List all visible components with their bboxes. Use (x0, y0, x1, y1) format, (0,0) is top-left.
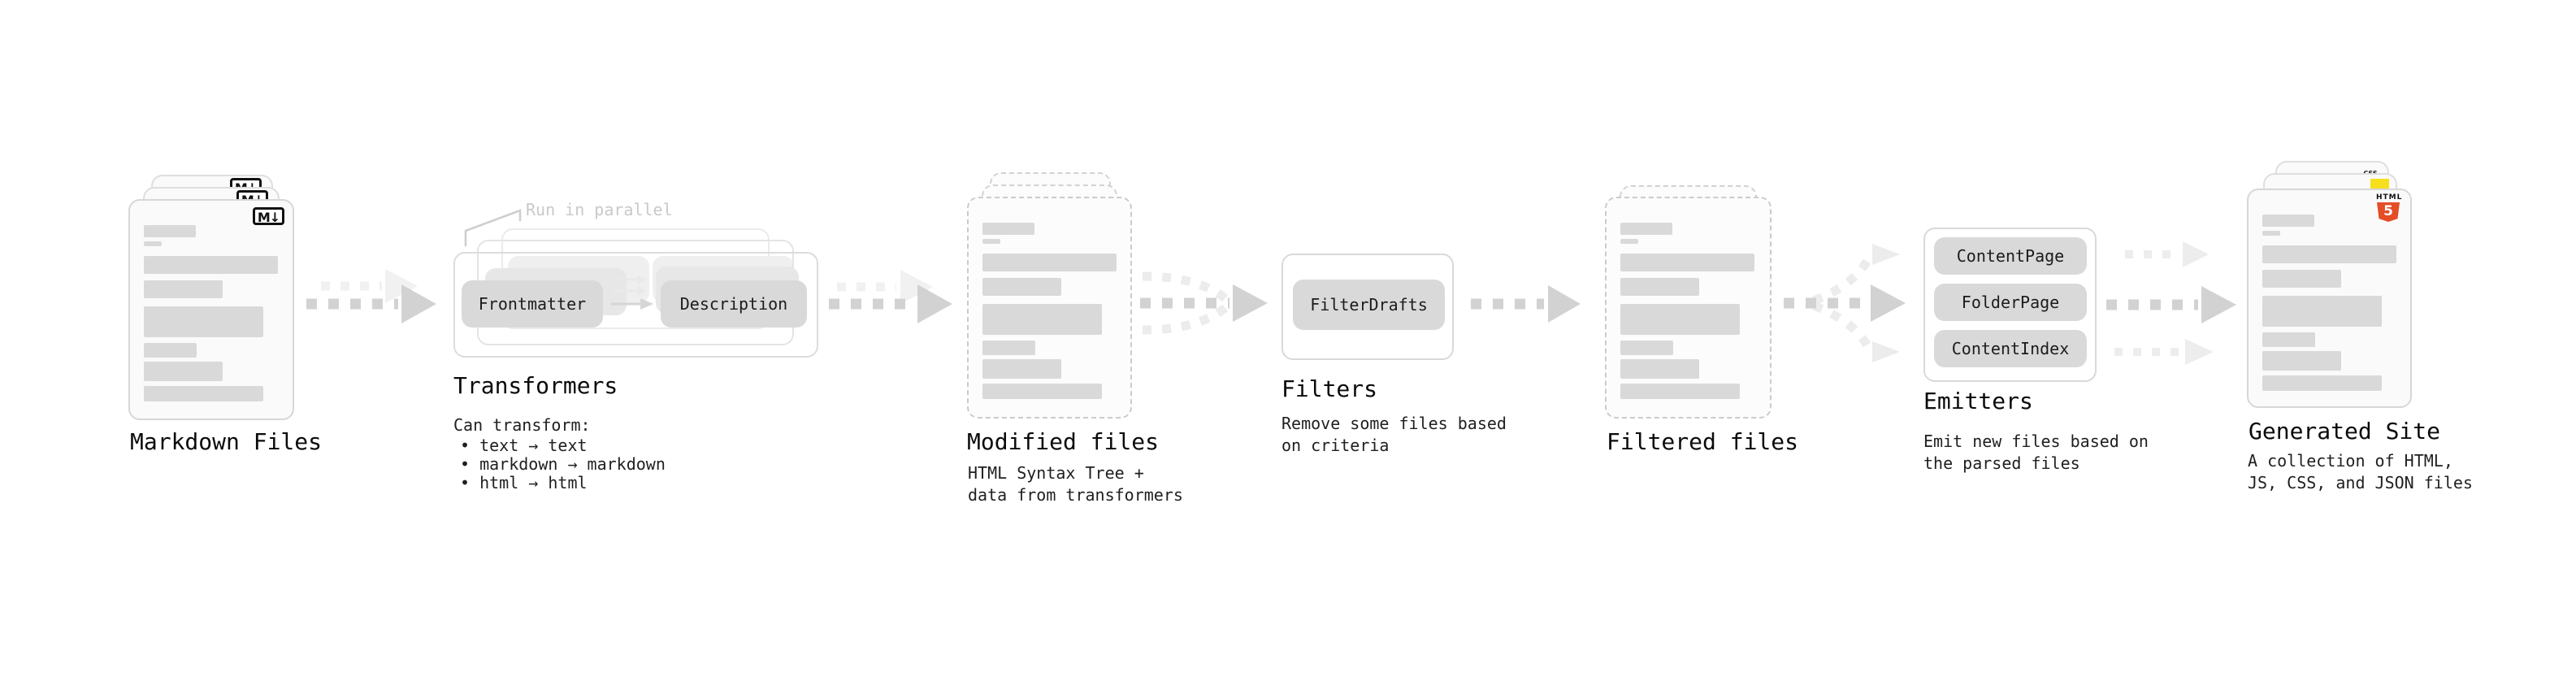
file-content-placeholder (2262, 215, 2396, 391)
generated-site-subtitle: JS, CSS, and JSON files (2248, 473, 2473, 492)
modified-files-subtitle: HTML Syntax Tree + (968, 463, 1144, 483)
generated-site-subtitle: A collection of HTML, (2248, 451, 2453, 471)
text-line-placeholder (1620, 254, 1754, 271)
filtered-files-stack (1605, 185, 1808, 425)
text-line-placeholder (982, 304, 1102, 335)
run-in-parallel-annotation: Run in parallel (526, 200, 673, 219)
generated-site-stack: CSS HTML 5 (2247, 161, 2458, 413)
text-line-placeholder (2262, 351, 2341, 371)
text-line-placeholder (2262, 245, 2396, 263)
parallel-arrows-icon (611, 275, 653, 310)
text-line-placeholder (144, 280, 223, 298)
generated-file-card-front: HTML 5 (2247, 189, 2412, 408)
filtered-file-card-front (1605, 197, 1772, 419)
filters-subtitle: Remove some files based (1281, 414, 1507, 433)
text-line-placeholder (1620, 359, 1699, 379)
emitters-title: Emitters (1923, 388, 2033, 414)
text-line-placeholder (982, 223, 1034, 235)
transformers-bullet: • text → text (460, 436, 588, 455)
text-line-placeholder (2262, 375, 2382, 391)
arrow-filters-to-filtered (1471, 285, 1581, 323)
text-line-placeholder (1620, 340, 1673, 355)
file-content-placeholder (1620, 223, 1756, 399)
file-content-placeholder (982, 223, 1117, 399)
text-line-placeholder (144, 225, 196, 237)
text-line-placeholder (144, 306, 263, 337)
html5-icon-label: HTML (2376, 193, 2403, 202)
arrow-filtered-to-emitters-branch (1784, 244, 1906, 362)
filters-title: Filters (1281, 375, 1378, 402)
transformers-frame-front (453, 252, 818, 358)
text-line-placeholder (1620, 278, 1699, 296)
text-line-placeholder (144, 386, 263, 401)
text-line-placeholder (2262, 296, 2382, 327)
text-line-placeholder (2262, 270, 2341, 288)
text-line-placeholder (1620, 384, 1740, 399)
filterdrafts-pill: FilterDrafts (1293, 280, 1445, 330)
emitters-subtitle: the parsed files (1923, 453, 2080, 473)
html5-icon: HTML 5 (2376, 193, 2403, 222)
modified-files-title: Modified files (967, 428, 1160, 455)
text-line-placeholder (982, 340, 1035, 355)
text-line-placeholder (1620, 304, 1740, 335)
emitters-subtitle: Emit new files based on (1923, 432, 2149, 451)
text-line-placeholder (2262, 332, 2315, 347)
filtered-files-title: Filtered files (1607, 428, 1799, 455)
filters-subtitle: on criteria (1281, 436, 1390, 455)
markdown-files-title: Markdown Files (130, 428, 323, 455)
modified-files-subtitle: data from transformers (968, 485, 1183, 505)
arrow-emitters-to-generated (2106, 241, 2236, 365)
annotation-callout-line (464, 209, 522, 246)
text-line-placeholder (1620, 223, 1672, 235)
js-icon (2370, 179, 2389, 190)
markdown-files-stack: M↓ M↓ M↓ (128, 173, 332, 425)
arrow-markdown-to-transformers (306, 269, 436, 323)
text-line-placeholder (144, 256, 278, 274)
text-line-placeholder (2262, 215, 2314, 227)
frontmatter-pill: Frontmatter (462, 280, 603, 327)
arrow-transformers-to-modified (829, 270, 952, 323)
description-pill: Description (661, 280, 807, 327)
arrow-modified-to-filters-merge (1140, 271, 1268, 335)
modified-files-stack (967, 172, 1170, 424)
text-line-placeholder (144, 343, 197, 358)
html5-icon-shield: 5 (2377, 202, 2400, 222)
contentpage-pill: ContentPage (1934, 237, 2087, 275)
text-line-placeholder (982, 278, 1061, 296)
text-line-placeholder (2262, 231, 2280, 236)
markdown-icon: M↓ (253, 207, 284, 225)
text-line-placeholder (982, 384, 1102, 399)
text-line-placeholder (144, 362, 223, 381)
text-line-placeholder (982, 254, 1117, 271)
transformers-bullet: • html → html (460, 473, 588, 492)
transformers-bullet: • markdown → markdown (460, 454, 666, 474)
text-line-placeholder (1620, 239, 1638, 244)
text-line-placeholder (144, 241, 162, 246)
transformers-title: Transformers (453, 372, 618, 399)
markdown-file-card-front: M↓ (128, 199, 294, 420)
generated-site-title: Generated Site (2249, 418, 2441, 445)
text-line-placeholder (982, 239, 1000, 244)
modified-file-card-front (967, 197, 1132, 419)
folderpage-pill: FolderPage (1934, 284, 2087, 321)
text-line-placeholder (982, 359, 1061, 379)
file-content-placeholder (144, 225, 279, 401)
transformers-subtitle: Can transform: (453, 415, 591, 435)
contentindex-pill: ContentIndex (1934, 330, 2087, 367)
